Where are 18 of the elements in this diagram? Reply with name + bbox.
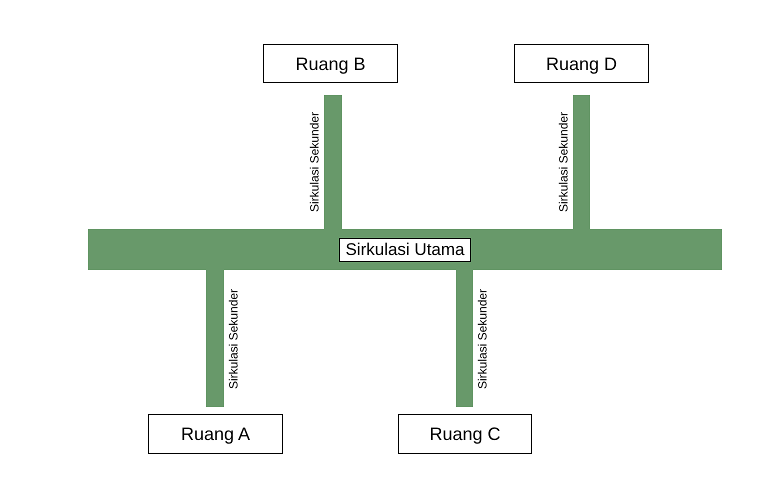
room-name: Ruang D	[546, 52, 618, 74]
corridor-label: Sirkulasi Sekunder	[475, 287, 490, 391]
secondary-corridor	[206, 270, 224, 407]
room-name: Ruang B	[295, 52, 366, 74]
secondary-corridor	[573, 95, 590, 229]
room-box	[514, 44, 649, 83]
room-box	[398, 414, 532, 454]
main-corridor	[88, 229, 722, 270]
corridor-label: Sirkulasi Sekunder	[556, 110, 571, 214]
secondary-corridor	[324, 95, 342, 229]
corridor-label: Sirkulasi Sekunder	[226, 287, 241, 391]
corridor-label: Sirkulasi Utama	[339, 238, 471, 262]
room-box	[148, 414, 283, 454]
secondary-corridor	[456, 270, 473, 407]
room-name: Ruang A	[180, 423, 250, 445]
corridor-label: Sirkulasi Sekunder	[307, 110, 322, 214]
room-box	[263, 44, 398, 83]
room-name: Ruang C	[429, 423, 501, 445]
